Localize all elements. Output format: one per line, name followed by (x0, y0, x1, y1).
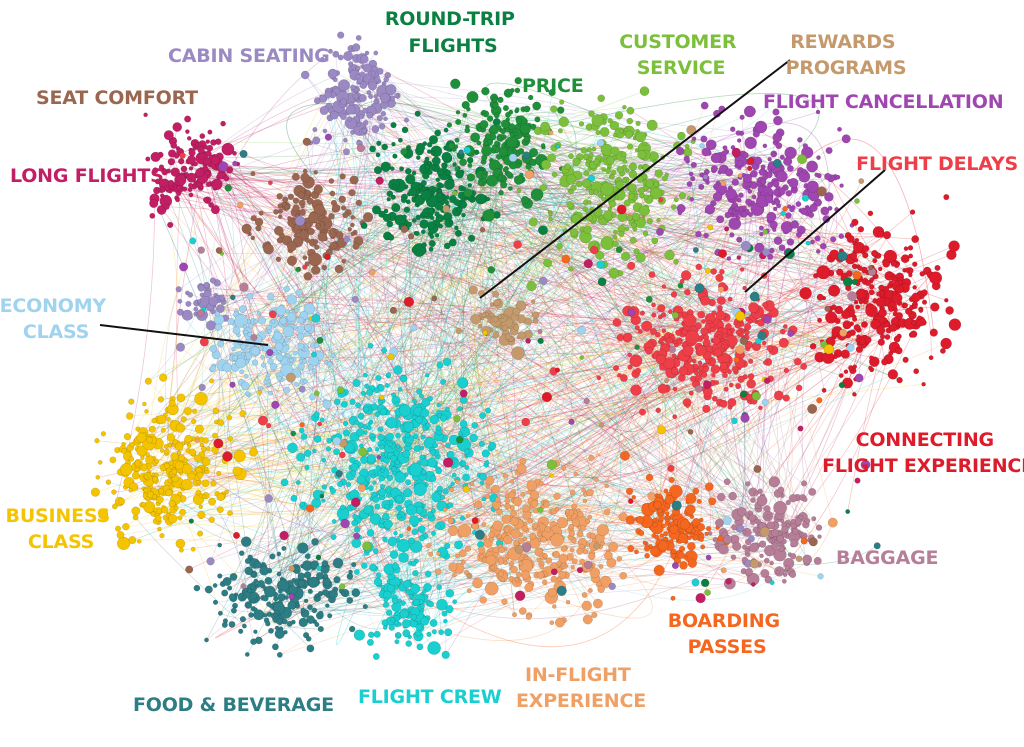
label-rewards-programs-line1: REWARDS (790, 31, 895, 53)
label-customer-service-line1: CUSTOMER (619, 31, 737, 53)
label-cabin-seating-line: CABIN SEATING (168, 45, 330, 67)
label-boarding-passes-line2: PASSES (688, 636, 767, 658)
label-price: PRICE (522, 75, 584, 97)
label-in-flight-experience-line2: EXPERIENCE (516, 690, 646, 712)
label-in-flight-experience-line1: IN-FLIGHT (525, 664, 631, 686)
label-round-trip-flights: ROUND-TRIP FLIGHTS (385, 8, 521, 57)
node-layer (90, 31, 962, 660)
label-round-trip-flights-line2: FLIGHTS (409, 35, 498, 57)
label-round-trip-flights-line1: ROUND-TRIP (385, 8, 515, 30)
label-flight-delays: FLIGHT DELAYS (856, 153, 1018, 175)
label-long-flights: LONG FLIGHTS (10, 165, 164, 187)
label-economy-class-line1: ECONOMY (0, 295, 106, 317)
label-connecting-flight-experience-line2: FLIGHT EXPERIENCE (822, 455, 1024, 477)
label-connecting-flight-experience-line1: CONNECTING (856, 429, 994, 451)
label-rewards-programs-line2: PROGRAMS (786, 57, 907, 79)
label-cabin-seating: CABIN SEATING (168, 45, 330, 67)
leader-line-rewards-programs (479, 59, 791, 299)
label-customer-service-line2: SERVICE (637, 57, 726, 79)
label-food-beverage: FOOD & BEVERAGE (133, 694, 334, 716)
label-flight-crew: FLIGHT CREW (358, 686, 502, 708)
leader-lines (99, 59, 886, 346)
label-business-class-line1: BUSINESS (6, 505, 110, 527)
label-customer-service: CUSTOMER SERVICE (619, 31, 743, 79)
label-seat-comfort: SEAT COMFORT (36, 87, 198, 109)
label-flight-cancellation: FLIGHT CANCELLATION (763, 91, 1003, 113)
label-business-class: BUSINESS CLASS (6, 505, 117, 553)
label-rewards-programs: REWARDS PROGRAMS (786, 31, 907, 79)
label-economy-class-line2: CLASS (23, 321, 89, 343)
cluster-labels: CABIN SEATING ROUND-TRIP FLIGHTS PRICE C… (0, 8, 1024, 716)
label-baggage: BAGGAGE (836, 547, 938, 569)
label-in-flight-experience: IN-FLIGHT EXPERIENCE (516, 664, 646, 712)
leader-line-flight-delays (744, 169, 886, 293)
label-boarding-passes: BOARDING PASSES (668, 610, 787, 658)
label-boarding-passes-line1: BOARDING (668, 610, 780, 632)
leader-line-economy-class (99, 324, 269, 346)
label-business-class-line2: CLASS (28, 531, 94, 553)
label-economy-class: ECONOMY CLASS (0, 295, 112, 343)
label-connecting-flight-experience: CONNECTING FLIGHT EXPERIENCE (822, 429, 1024, 477)
